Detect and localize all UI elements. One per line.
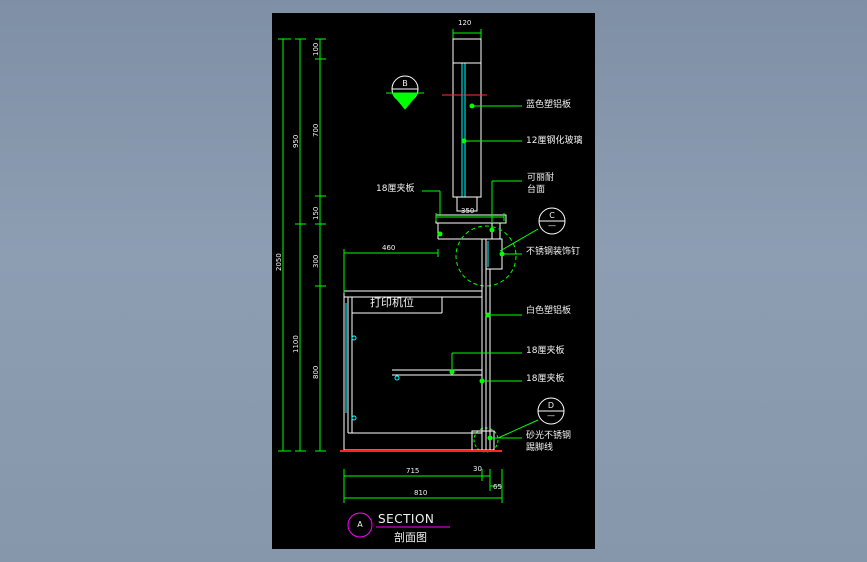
section-drawing [278,29,566,538]
detail-circle-c [455,225,517,287]
dim-460 [343,249,439,293]
callout-d-sub: — [547,411,555,420]
dim-700: 700 [312,123,320,137]
title-marker-circle [347,512,373,538]
callout-d-letter: D [547,401,555,410]
annotation-plywood-base: 18厘夹板 [526,374,565,384]
title-section: SECTION [378,512,435,526]
annotation-stainless-nails: 不锈钢装饰钉 [526,247,581,257]
callout-b-letter: B [402,79,408,88]
annotation-sanded-steel-2: 踢脚线 [526,443,554,453]
bottom-dimensions [343,469,503,503]
dim-800: 800 [312,365,320,379]
callout-d [537,397,565,425]
callout-c-sub: — [548,221,556,230]
left-dimension-chain [278,38,326,452]
title-chinese: 剖面图 [394,531,427,544]
cabinet-hardware [345,303,400,421]
annotation-sanded-steel-1: 砂光不锈钢 [526,431,572,441]
counter-top [435,214,507,270]
callout-b [386,75,424,110]
dim-300: 300 [312,254,320,268]
annotation-blue-panel: 蓝色塑铝板 [526,100,572,110]
annotation-white-panel: 白色塑铝板 [526,306,572,316]
printer-position-label: 打印机位 [370,296,414,309]
annotation-corian-1: 可丽耐 [527,173,555,183]
leader-lines [422,105,539,439]
annotation-corian-2: 台面 [527,185,546,195]
dim-350: 350 [461,207,475,215]
dim-150: 150 [312,206,320,220]
dim-715: 715 [406,467,420,475]
title-marker-letter: A [357,520,363,529]
dim-30: 30 [473,465,482,473]
dim-350 [435,213,505,221]
cabinet-body [343,239,495,451]
dim-65: 65 [493,483,502,491]
drawing-sheet: 120 2050 950 1100 100 700 150 300 800 46… [272,13,595,549]
top-dimension [452,29,482,40]
annotation-tempered-glass: 12厘钢化玻璃 [526,136,583,146]
glass-screen [442,38,487,212]
dim-810: 810 [414,489,428,497]
annotation-plywood-top: 18厘夹板 [376,184,415,194]
annotation-plywood-shelf: 18厘夹板 [526,346,565,356]
dim-950: 950 [292,134,300,148]
leader-dots [437,103,505,441]
dim-460: 460 [382,244,396,252]
dim-top-120: 120 [458,19,472,27]
callout-c [538,207,566,235]
dim-100: 100 [312,42,320,56]
dim-2050: 2050 [275,253,283,271]
callout-c-letter: C [549,211,555,220]
dim-1100: 1100 [292,335,300,353]
